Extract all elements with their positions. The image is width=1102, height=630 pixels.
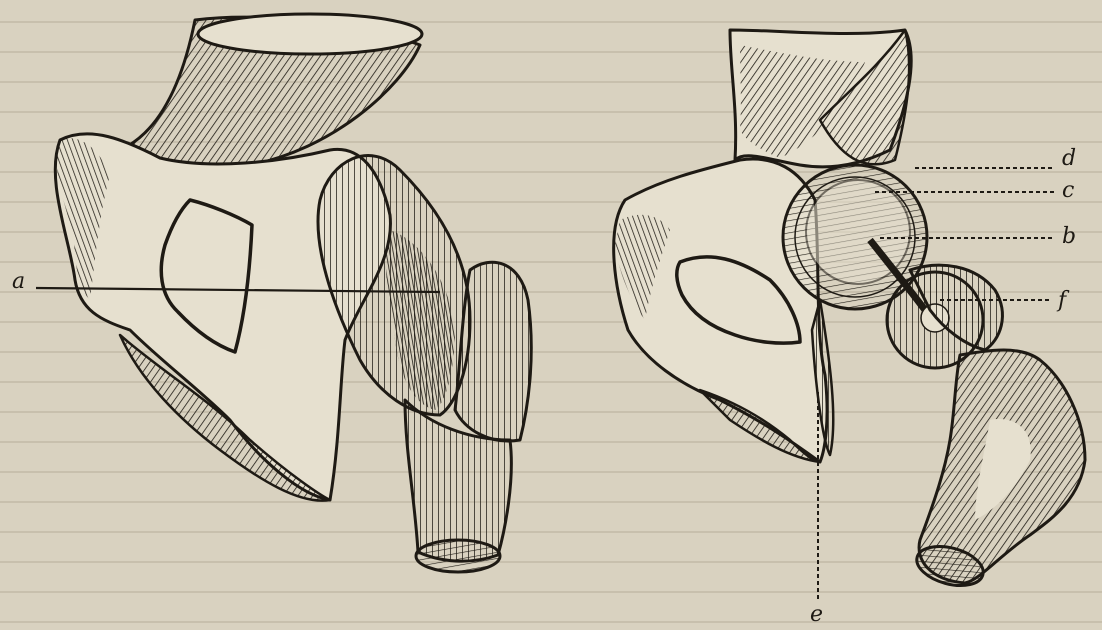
left-ilium-crest [198,14,422,54]
left-hip-figure [36,14,531,572]
label-e: e [810,604,823,626]
right-hip-figure [614,30,1085,600]
label-f: f [1058,290,1066,312]
left-greater-trochanter [455,262,531,441]
label-a: a [12,271,25,293]
label-b: b [1062,226,1076,248]
label-c: c [1062,180,1074,202]
label-d: d [1062,148,1076,170]
left-femur-cut-end [416,540,500,572]
